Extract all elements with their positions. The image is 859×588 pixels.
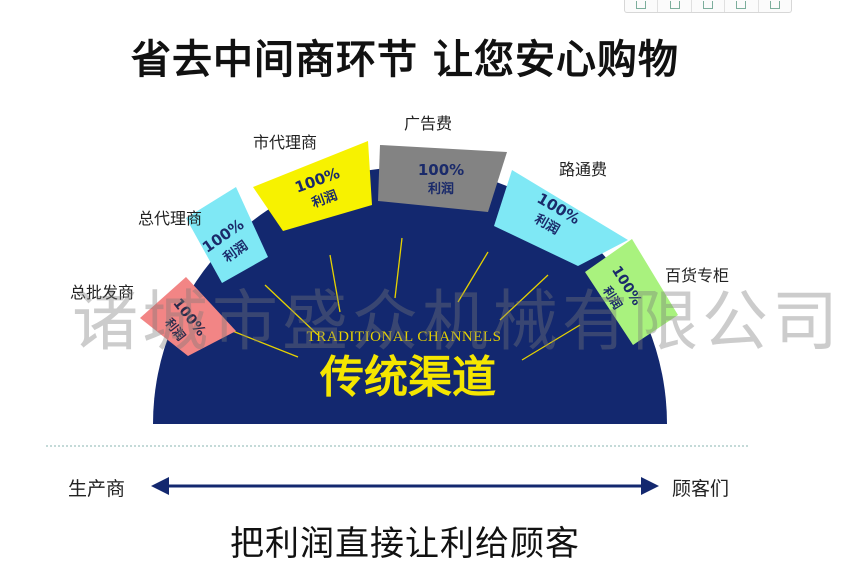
toolbar-button-5[interactable]: [759, 0, 791, 12]
label-advertising: 广告费: [404, 114, 453, 133]
arrow-right-head: [641, 477, 659, 495]
segment-3: 100% 利润: [253, 141, 372, 231]
segment-5: 100% 利润: [494, 170, 628, 266]
toolbar-icon-3: [703, 1, 714, 9]
label-general-agent: 总代理商: [138, 209, 203, 228]
label-customers: 顾客们: [672, 478, 730, 500]
segment-1-shape: [140, 277, 236, 356]
segment-2-shape: [186, 187, 268, 283]
toolbar-button-3[interactable]: [692, 0, 726, 12]
toolbar-button-4[interactable]: [725, 0, 759, 12]
channel-en-title: TRADITIONAL CHANNELS: [307, 329, 502, 345]
label-wholesaler: 总批发商: [70, 283, 135, 302]
burst-lines: [229, 237, 581, 361]
segment-6: 100% 利润: [585, 239, 678, 345]
segment-1: 100% 利润: [140, 277, 236, 356]
toolbar-icon-4: [736, 1, 747, 9]
toolbar-button-2[interactable]: [658, 0, 692, 12]
label-producer: 生产商: [68, 478, 126, 500]
segment-4-pct: 100%: [418, 161, 464, 179]
segment-4-shape: [378, 145, 507, 212]
toolbar-icon-2: [669, 1, 680, 9]
watermark: 诸城市盛众机械有限公司: [72, 283, 842, 360]
label-road-fees: 路通费: [559, 160, 608, 179]
toolbar-icon-1: [636, 1, 647, 9]
bottom-slogan: 把利润直接让利给顾客: [230, 524, 580, 564]
flow-arrow: [151, 477, 659, 495]
label-department-store: 百货专柜: [665, 266, 730, 285]
segment-5-shape: [494, 170, 628, 266]
segment-4: 100% 利润: [378, 145, 507, 212]
toolbar-button-1[interactable]: [625, 0, 659, 12]
segment-3-shape: [253, 141, 372, 231]
label-city-agent: 市代理商: [253, 133, 318, 152]
segment-6-shape: [585, 239, 678, 345]
arrow-left-head: [151, 477, 169, 495]
segment-4-profit: 利润: [428, 181, 454, 197]
segment-2: 100% 利润: [186, 187, 268, 283]
channel-cn-title: 传统渠道: [319, 352, 496, 403]
headline: 省去中间商环节 让您安心购物: [131, 37, 679, 83]
image-toolbar: [624, 0, 792, 13]
toolbar-icon-5: [769, 1, 780, 9]
